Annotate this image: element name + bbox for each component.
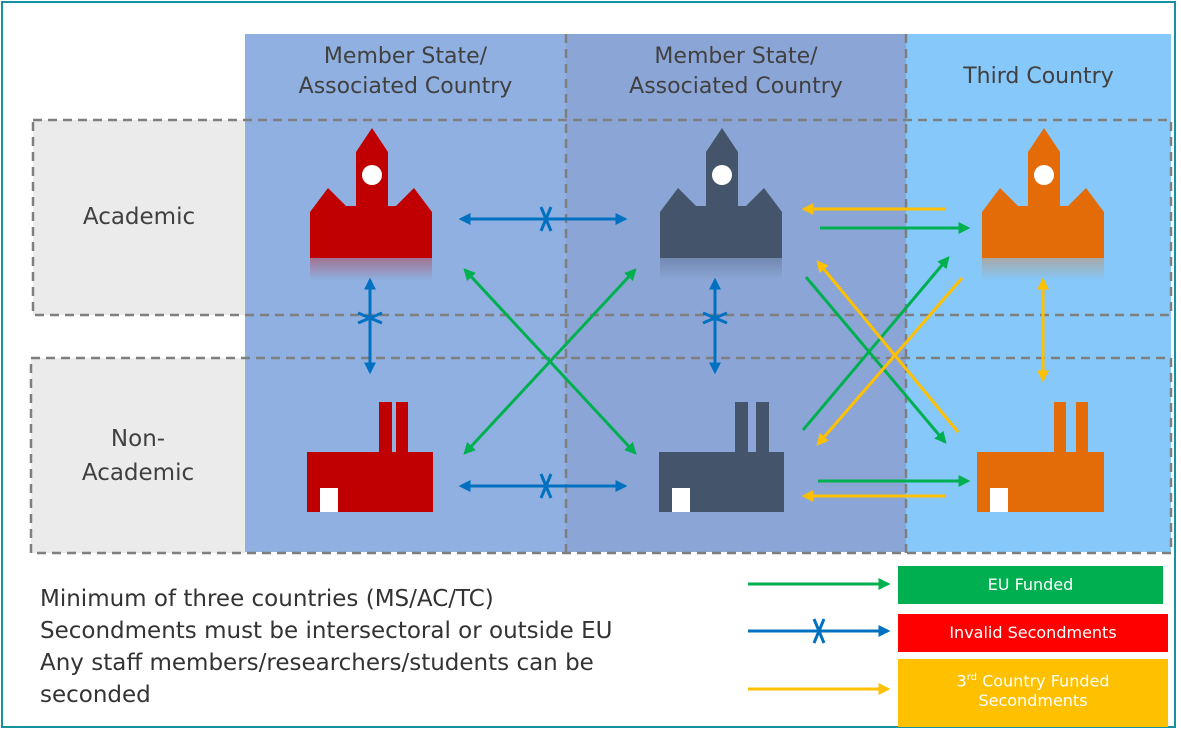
column-title-2-line1: Member State/ [654,44,818,69]
column-title-1-line1: Member State/ [323,44,488,69]
x-mark [702,311,728,325]
legend-eu-funded: EU Funded [898,566,1163,604]
university-icon [982,128,1104,258]
row-title-academic-text: Academic [82,204,196,230]
tc-arrow-cross-up [816,260,960,433]
building-reflections [310,258,1104,280]
tc-arrow-cross-down [816,277,964,446]
column-title-3: Third Country [906,62,1171,92]
x-mark [812,618,826,644]
row-title-academic: Academic [33,200,245,234]
legend-third-country-line2: Secondments [978,691,1088,711]
row-non-academic-header [31,358,245,553]
invalid-secondment-arrows [357,206,728,499]
academic-row-outline [31,118,1173,317]
reflection-tc-academic [982,258,1104,280]
eu-arrow-cross-down [804,276,947,444]
row-title-non-academic-line1: Non- [110,426,166,452]
legend-third-country-funded: 3rd Country Funded Secondments [898,659,1168,727]
column-title-3-line1: Third Country [963,64,1114,89]
eu-arrow-diagonal-2 [463,268,637,455]
note-line-1: Minimum of three countries (MS/AC/TC) [40,586,494,612]
university-icon [310,128,432,258]
note-line-2: Secondments must be intersectoral or out… [40,618,613,644]
legend-eu-funded-label: EU Funded [987,575,1074,594]
legend-third-country-pre: 3 [956,671,967,691]
row-academic-header [33,120,245,315]
column-title-2-line2: Associated Country [629,74,843,99]
x-mark [539,206,553,232]
third-country-funded-arrows [801,203,1049,502]
note-line-3: Any staff members/researchers/students c… [40,650,594,676]
x-mark [539,473,553,499]
eu-funded-arrows [463,222,971,487]
column-title-2: Member State/ Associated Country [566,42,906,102]
legend-third-country-line1-text: Country Funded [976,671,1110,691]
factory-icon [659,402,784,512]
reflection-ac-academic [660,258,782,280]
x-mark [357,311,383,325]
legend-invalid: Invalid Secondments [898,614,1168,652]
column-title-1-line2: Associated Country [298,74,513,99]
factory-icon [977,402,1104,512]
row-title-non-academic: Non- Academic [31,422,245,490]
note-line-4: seconded [40,682,151,708]
legend-arrows [748,578,891,695]
legend-third-country-sup: rd [966,672,977,683]
factory-icon [307,402,433,512]
university-icon [660,128,782,258]
column-title-1: Member State/ Associated Country [245,42,566,102]
legend-third-country-line1: 3rd Country Funded [898,659,1168,691]
legend-invalid-label: Invalid Secondments [949,623,1117,642]
eu-arrow-cross-up [801,256,950,431]
row-title-non-academic-line2: Academic [81,460,195,486]
reflection-ms-academic [310,258,432,280]
